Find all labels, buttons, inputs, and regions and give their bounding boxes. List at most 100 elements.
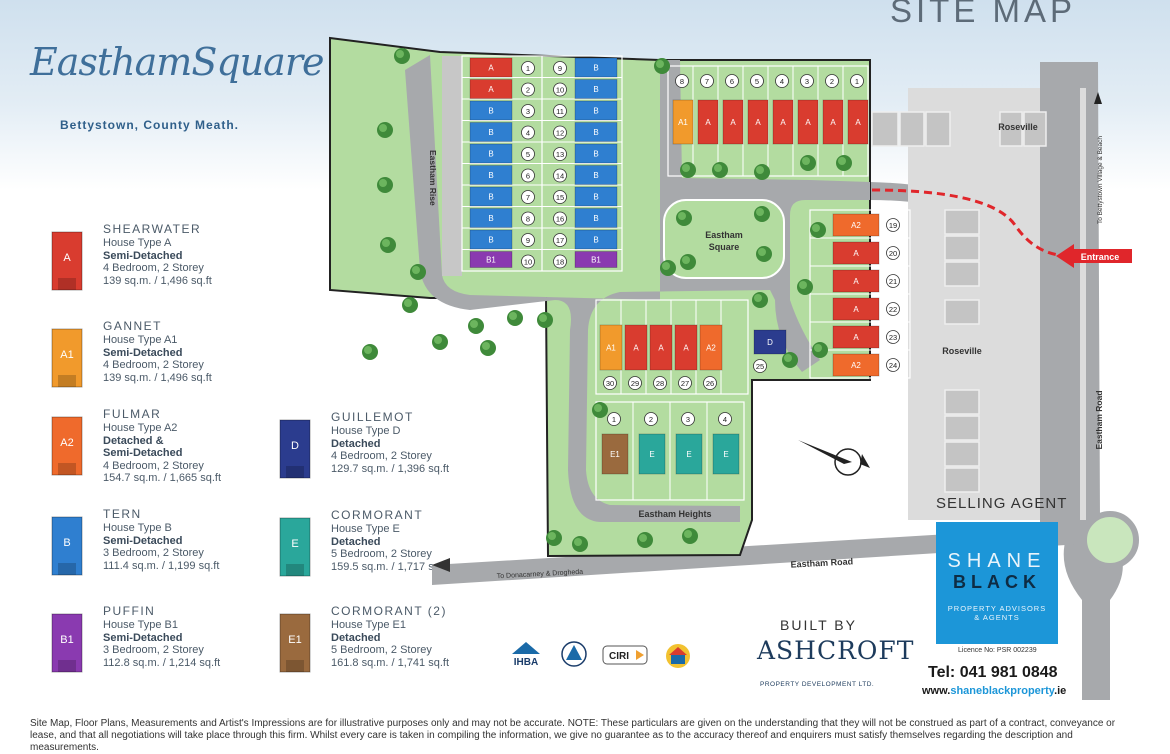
house-type-b1[interactable]: B1: [574, 251, 618, 268]
plot-number[interactable]: 8: [521, 211, 535, 226]
house-type-b[interactable]: B: [469, 165, 513, 185]
plot-number[interactable]: 8: [675, 74, 689, 88]
house-type-b[interactable]: B: [574, 79, 618, 99]
house-type-b[interactable]: B: [469, 186, 513, 207]
house-type-b[interactable]: B: [469, 208, 513, 228]
plot-number[interactable]: 4: [775, 74, 789, 88]
plot-number[interactable]: 9: [521, 233, 535, 247]
tree-icon: [756, 246, 772, 262]
tree-icon: [480, 340, 496, 356]
house-type-a[interactable]: A: [832, 241, 880, 265]
house-type-e[interactable]: E: [638, 433, 666, 475]
plot-number[interactable]: 20: [886, 246, 900, 260]
plot-number[interactable]: 7: [700, 74, 714, 88]
house-type-a[interactable]: A: [832, 269, 880, 293]
house-type-a[interactable]: A: [747, 99, 769, 145]
house-type-a[interactable]: A: [822, 99, 844, 145]
house-type-d[interactable]: D: [753, 329, 787, 355]
plot-number[interactable]: 2: [521, 82, 535, 97]
svg-text:4: 4: [723, 415, 727, 424]
house-type-b[interactable]: B: [469, 122, 513, 142]
plot-number[interactable]: 4: [718, 412, 732, 426]
house-type-a1[interactable]: A1: [672, 99, 694, 145]
plot-number[interactable]: 6: [521, 168, 535, 183]
house-type-a[interactable]: A: [624, 324, 648, 371]
house-type-a[interactable]: A: [797, 99, 819, 145]
plot-number[interactable]: 5: [521, 147, 535, 161]
house-type-b[interactable]: B: [574, 186, 618, 207]
plot-number[interactable]: 10: [553, 82, 567, 97]
house-type-e1[interactable]: E1: [601, 433, 629, 475]
plot-number[interactable]: 25: [753, 359, 767, 373]
house-type-a2[interactable]: A2: [832, 353, 880, 377]
house-type-b[interactable]: B: [469, 229, 513, 250]
plot-number[interactable]: 5: [750, 74, 764, 88]
plot-number[interactable]: 15: [553, 190, 567, 204]
plot-number[interactable]: 12: [553, 125, 567, 140]
plot-number[interactable]: 23: [886, 330, 900, 344]
plot-number[interactable]: 7: [521, 190, 535, 204]
plot-number[interactable]: 3: [800, 74, 814, 88]
house-type-e[interactable]: E: [675, 433, 703, 475]
plot-number[interactable]: 26: [703, 376, 717, 390]
plot-number[interactable]: 2: [825, 74, 839, 88]
house-type-a2[interactable]: A2: [832, 213, 880, 237]
plot-number[interactable]: 21: [886, 274, 900, 288]
entrance-arrow[interactable]: Entrance: [1056, 244, 1132, 268]
plot-number[interactable]: 13: [553, 147, 567, 161]
house-type-a[interactable]: A: [674, 324, 698, 371]
plot-number[interactable]: 22: [886, 302, 900, 316]
plot-number[interactable]: 29: [628, 376, 642, 390]
house-type-e[interactable]: E: [712, 433, 740, 475]
house-type-b[interactable]: B: [469, 100, 513, 121]
house-type-b1[interactable]: B1: [469, 251, 513, 268]
plot-number[interactable]: 4: [521, 125, 535, 140]
plot-number[interactable]: 3: [681, 412, 695, 426]
plot-number[interactable]: 14: [553, 168, 567, 183]
plot-number[interactable]: 27: [678, 376, 692, 390]
agent-logo[interactable]: SHANE BLACK PROPERTY ADVISORS& AGENTS: [936, 522, 1058, 644]
road-label-eastham-road-east: Eastham Road: [1094, 390, 1104, 449]
plot-number[interactable]: 24: [886, 358, 900, 372]
house-type-a[interactable]: A: [722, 99, 744, 145]
plot-number[interactable]: 1: [607, 412, 621, 426]
plot-number[interactable]: 1: [521, 61, 535, 75]
plot-number[interactable]: 10: [521, 254, 535, 269]
house-type-b[interactable]: B: [574, 100, 618, 121]
house-type-b[interactable]: B: [574, 165, 618, 185]
plot-number[interactable]: 28: [653, 376, 667, 390]
plot-number[interactable]: 16: [553, 211, 567, 226]
house-type-a[interactable]: A: [772, 99, 794, 145]
agent-website[interactable]: www.shaneblackproperty.ie: [922, 685, 1067, 697]
plot-number[interactable]: 11: [553, 104, 567, 118]
plot-number[interactable]: 17: [553, 233, 567, 247]
house-type-a[interactable]: A: [469, 79, 513, 99]
house-type-a[interactable]: A: [847, 99, 869, 145]
plot-number[interactable]: 30: [603, 376, 617, 390]
plot-number[interactable]: 2: [644, 412, 658, 426]
house-type-a[interactable]: A: [469, 57, 513, 78]
svg-text:3: 3: [805, 77, 809, 86]
house-type-a[interactable]: A: [697, 99, 719, 145]
tree-icon: [810, 222, 826, 238]
house-type-b[interactable]: B: [574, 122, 618, 142]
house-type-a1[interactable]: A1: [599, 324, 623, 371]
house-type-b[interactable]: B: [574, 208, 618, 228]
house-type-a[interactable]: A: [832, 325, 880, 349]
house-type-b[interactable]: B: [574, 57, 618, 78]
house-type-a[interactable]: A: [649, 324, 673, 371]
plot-number[interactable]: 1: [850, 74, 864, 88]
house-type-b[interactable]: B: [574, 143, 618, 164]
plot-number[interactable]: 18: [553, 254, 567, 269]
house-type-b[interactable]: B: [574, 229, 618, 250]
house-type-a2[interactable]: A2: [699, 324, 723, 371]
plot-number[interactable]: 19: [886, 218, 900, 232]
agent-phone[interactable]: Tel: 041 981 0848: [928, 664, 1058, 681]
plot-number[interactable]: 6: [725, 74, 739, 88]
house-type-a[interactable]: A: [832, 297, 880, 321]
plot-number[interactable]: 3: [521, 104, 535, 118]
mid-plots: [595, 299, 749, 395]
house-type-b[interactable]: B: [469, 143, 513, 164]
plot-number[interactable]: 9: [553, 61, 567, 75]
